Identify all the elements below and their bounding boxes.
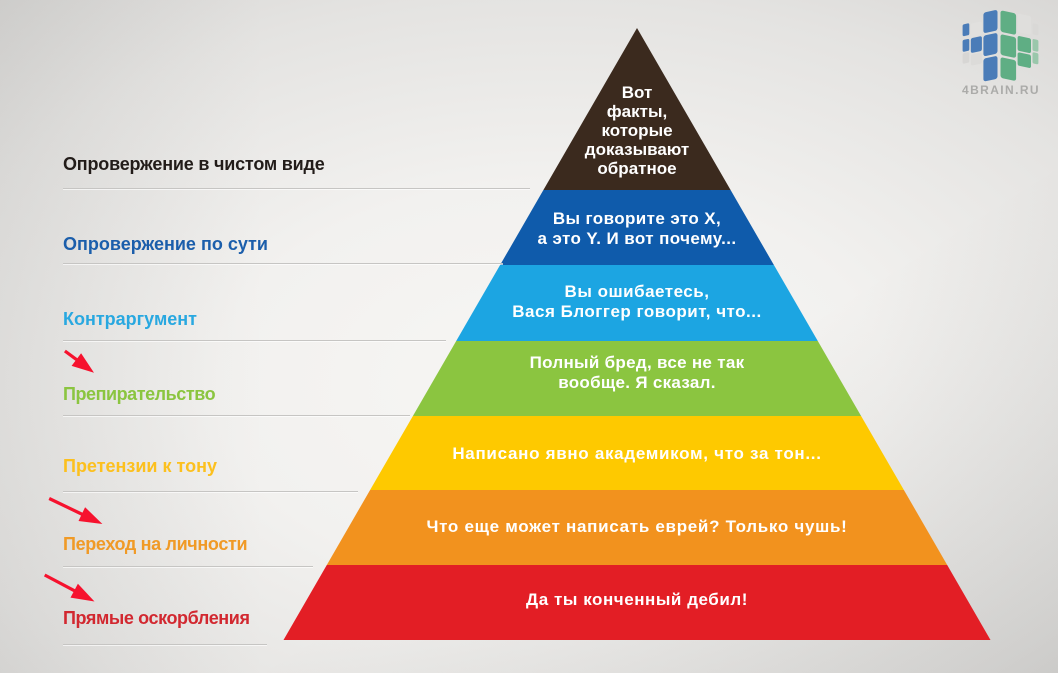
svg-text:4BRAIN.RU: 4BRAIN.RU (962, 83, 1040, 97)
